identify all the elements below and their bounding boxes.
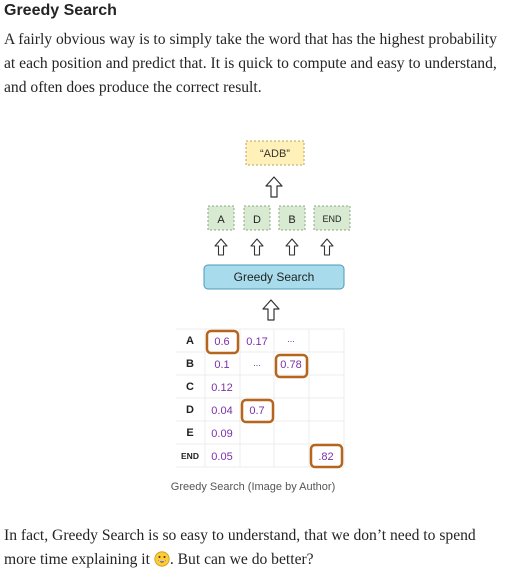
cell-value: .82 [318,451,333,463]
cell-value: 0.09 [211,428,232,440]
closing-paragraph: In fact, Greedy Search is so easy to und… [4,524,504,572]
output-text: “ADB” [260,148,290,160]
cell-value: 0.12 [211,382,232,394]
arrow-up-icon [285,238,299,256]
row-label: C [186,381,194,393]
token-b: B [288,214,295,226]
row-label: E [186,427,193,439]
row-label: D [186,404,194,416]
section-heading: Greedy Search [4,2,117,19]
token-d: D [253,214,261,226]
cell-value: 0.1 [214,359,229,371]
token-end: END [322,214,342,224]
cell-value: 0.78 [280,359,301,371]
closing-text-b: . But can we do better? [169,551,314,568]
arrow-up-icon [320,238,334,256]
arrow-up-icon [265,176,283,198]
grinning-face-icon [154,551,170,567]
arrow-up-icon [262,299,280,321]
highlight-box [309,443,344,469]
cell-value: 0.6 [214,336,229,348]
token-a: A [217,214,225,226]
greedy-search-diagram: “ADB” A D B END Greedy Search A B C D E … [176,140,351,469]
probability-table [176,328,345,468]
token-box-end [313,205,351,231]
intro-paragraph: A fairly obvious way is to simply take t… [4,31,497,96]
cell-value: 0.05 [211,451,232,463]
cell-value: 0.17 [246,336,267,348]
closing-text-a: In fact, Greedy Search is so easy to und… [4,527,476,568]
cell-value: 0.7 [249,405,264,417]
token-box-b [278,205,306,231]
token-box-d [243,205,271,231]
row-label: A [186,335,194,347]
figure-caption: Greedy Search (Image by Author) [170,481,336,493]
arrow-up-icon [250,238,264,256]
cell-value: 0.04 [211,405,232,417]
output-box [245,140,305,166]
highlight-box [240,398,275,424]
highlight-box [205,329,240,355]
arrow-up-icon [214,238,228,256]
token-box-a [207,205,235,231]
cell-ellipsis: ... [253,358,261,368]
row-label: B [186,358,194,370]
row-label: END [181,451,199,461]
greedy-search-box [203,264,345,290]
cell-ellipsis: ... [287,334,295,344]
highlight-box [274,353,309,379]
greedy-search-label: Greedy Search [234,270,315,284]
